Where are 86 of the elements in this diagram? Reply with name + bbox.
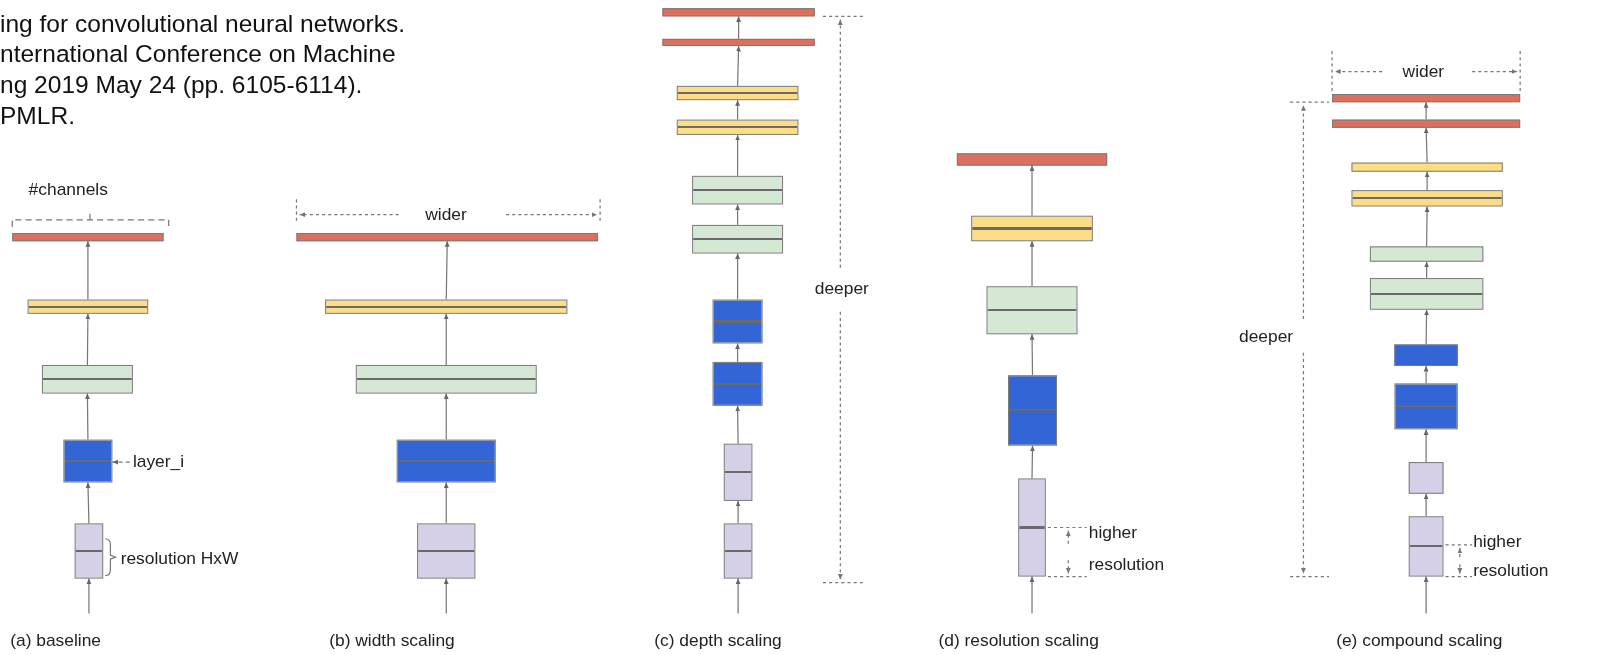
input-arrow (735, 578, 741, 614)
dimension-label: deeper (1239, 326, 1294, 349)
layer-block (956, 153, 1108, 166)
arrow (1423, 365, 1429, 384)
layer-block (1408, 516, 1444, 577)
arrow (1424, 171, 1430, 191)
dimension-label: wider (1402, 60, 1445, 83)
arrow (735, 203, 741, 226)
arrow (85, 481, 91, 525)
layer-block (355, 364, 537, 394)
arrow (1029, 165, 1035, 217)
layer-block (41, 364, 133, 394)
arrow (735, 500, 741, 525)
arrow (1424, 309, 1429, 346)
arrow (1423, 428, 1429, 463)
layer-block (1332, 119, 1521, 128)
layer-block (1008, 375, 1058, 446)
dimension-label: deeper (814, 278, 869, 301)
panel-caption: (c) depth scaling (654, 629, 782, 653)
layer-block (1332, 94, 1521, 103)
arrow (1029, 333, 1035, 376)
arrow (443, 313, 449, 366)
dimension-label: higher resolution (1473, 530, 1550, 582)
layer-block (723, 523, 753, 579)
layer-name-label: layer_i (132, 450, 185, 474)
input-arrow (443, 578, 449, 614)
arrow (735, 252, 741, 301)
panel-caption: (b) width scaling (329, 629, 455, 653)
input-arrow (86, 578, 92, 614)
layer-block (986, 286, 1078, 335)
layer-block (712, 361, 763, 406)
layer-block (971, 215, 1093, 242)
layer-block (1369, 278, 1484, 310)
layer-block (692, 175, 784, 205)
input-arrow (1423, 575, 1429, 614)
layer-block (1018, 478, 1046, 577)
layer-block (662, 8, 815, 17)
layer-block (27, 299, 149, 314)
arrow (1423, 127, 1429, 164)
arrow (1423, 101, 1429, 121)
layer-block (1394, 344, 1458, 366)
layer-block (12, 233, 164, 242)
arrow (735, 99, 741, 121)
arrow (85, 313, 91, 366)
arrow (1424, 261, 1430, 279)
panel-caption: (d) resolution scaling (938, 629, 1099, 653)
arrow (735, 342, 741, 363)
layer-block (692, 224, 784, 254)
panel-caption: (a) baseline (10, 629, 102, 653)
arrow (1029, 240, 1035, 287)
arrow (85, 392, 90, 441)
layer-block (63, 439, 113, 483)
leader-line (111, 459, 131, 465)
dimension-label: resolution HxW (120, 548, 239, 571)
layer-block (296, 233, 599, 242)
arrow (85, 240, 91, 301)
layer-block (1351, 162, 1503, 172)
layer-block (1394, 383, 1458, 430)
layer-block (417, 523, 476, 579)
arrow (444, 240, 450, 301)
layer-block (723, 443, 753, 501)
dimension-label: wider (425, 203, 467, 226)
layer-block (74, 523, 104, 579)
layer-block (325, 299, 568, 314)
layer-block (712, 299, 763, 344)
arrow (443, 392, 449, 441)
layer-block (1408, 462, 1444, 494)
layer-block (676, 119, 799, 135)
arrow (736, 15, 742, 40)
arrow (1030, 445, 1035, 480)
arrow (443, 481, 449, 525)
arrow (735, 405, 741, 445)
arrow (1423, 493, 1429, 517)
dimension-label: higher resolution (1088, 521, 1166, 577)
arrow (735, 134, 741, 177)
panel-caption: (e) compound scaling (1336, 629, 1503, 653)
arrow (1424, 205, 1430, 247)
layer-block (676, 85, 799, 101)
citation-text: ing for convolutional neural networks. nternational Conference on Machine ng 2019 May 24 (pp. 6105-6114). PMLR. (0, 8, 407, 131)
input-arrow (1029, 575, 1035, 614)
dimension-label: #channels (28, 178, 108, 202)
layer-block (396, 439, 496, 483)
layer-block (1369, 246, 1484, 262)
layer-block (1351, 190, 1503, 207)
layer-block (662, 38, 815, 46)
arrow (736, 45, 741, 87)
